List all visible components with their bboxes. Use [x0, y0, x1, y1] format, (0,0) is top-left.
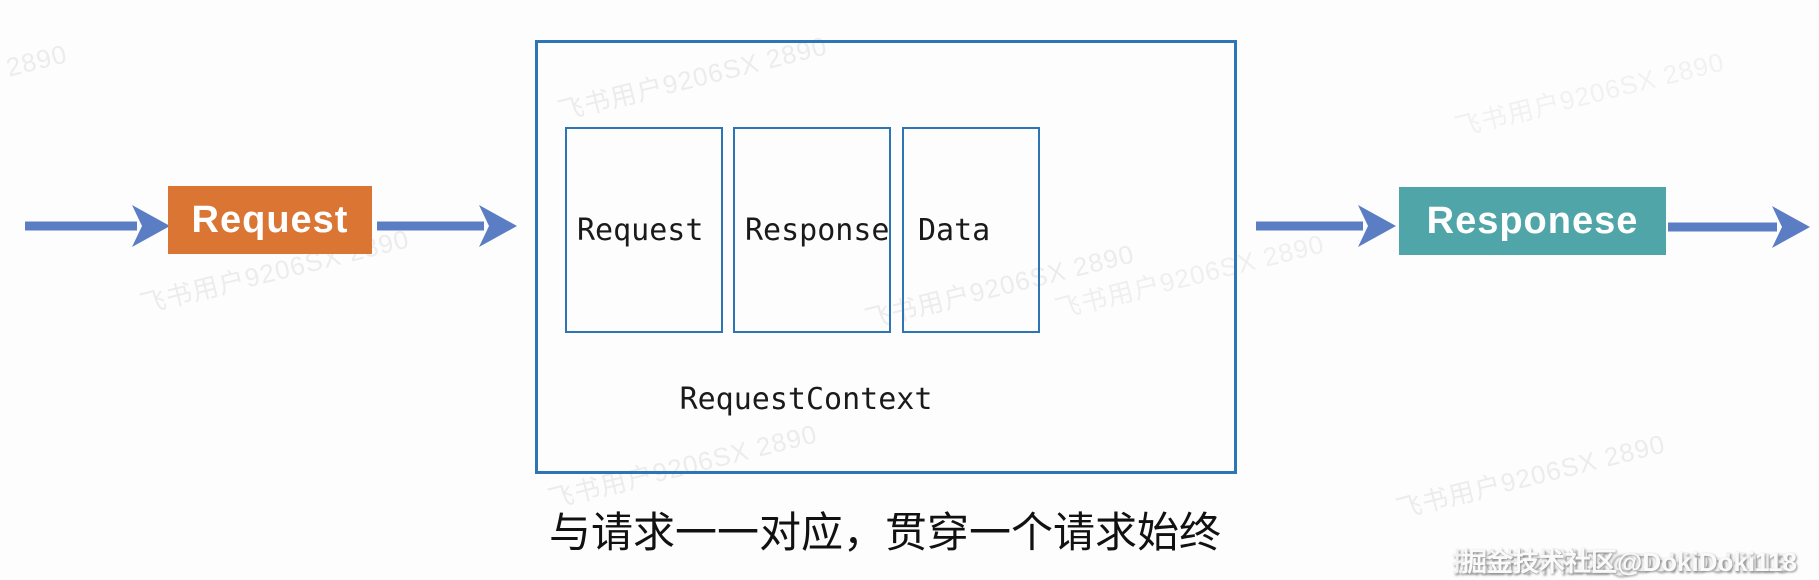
diagram-caption: 与请求一一对应，贯穿一个请求始终 — [548, 509, 1221, 556]
feishu-watermark: 飞书用户9206SX 2890 — [1392, 428, 1669, 525]
context-child-response-label: Response — [745, 212, 890, 248]
response-node: Responese — [1399, 187, 1666, 255]
response-node-label: Responese — [1426, 199, 1639, 242]
request-context-title: RequestContext — [679, 382, 933, 417]
flow-arrow-request-to-context-icon — [377, 205, 517, 247]
context-child-request: Request — [565, 127, 723, 333]
feishu-watermark: 飞书用户9206SX 2890 — [1451, 46, 1728, 143]
context-child-data-label: Data — [918, 212, 991, 248]
feishu-watermark: 飞书用户9206SX 2890 — [0, 38, 71, 135]
context-child-response: Response — [733, 127, 891, 333]
flow-arrow-context-to-response-icon — [1256, 205, 1396, 247]
request-node: Request — [168, 186, 372, 254]
context-child-data: Data — [902, 127, 1040, 333]
context-child-request-label: Request — [577, 212, 704, 248]
flow-arrow-in-icon — [25, 205, 170, 247]
request-node-label: Request — [191, 198, 349, 241]
request-context-box: Request Response Data RequestContext — [535, 40, 1237, 474]
flow-arrow-out-icon — [1668, 206, 1810, 248]
juejin-watermark-text: 掘金技术社区@DokiDoki118 — [1461, 547, 1797, 577]
juejin-watermark-text: 掘金技术社区@DokiDoki118 — [1452, 547, 1788, 577]
juejin-watermark: 掘金技术社区@DokiDoki118 掘金技术社区@DokiDoki118 — [1452, 542, 1819, 577]
